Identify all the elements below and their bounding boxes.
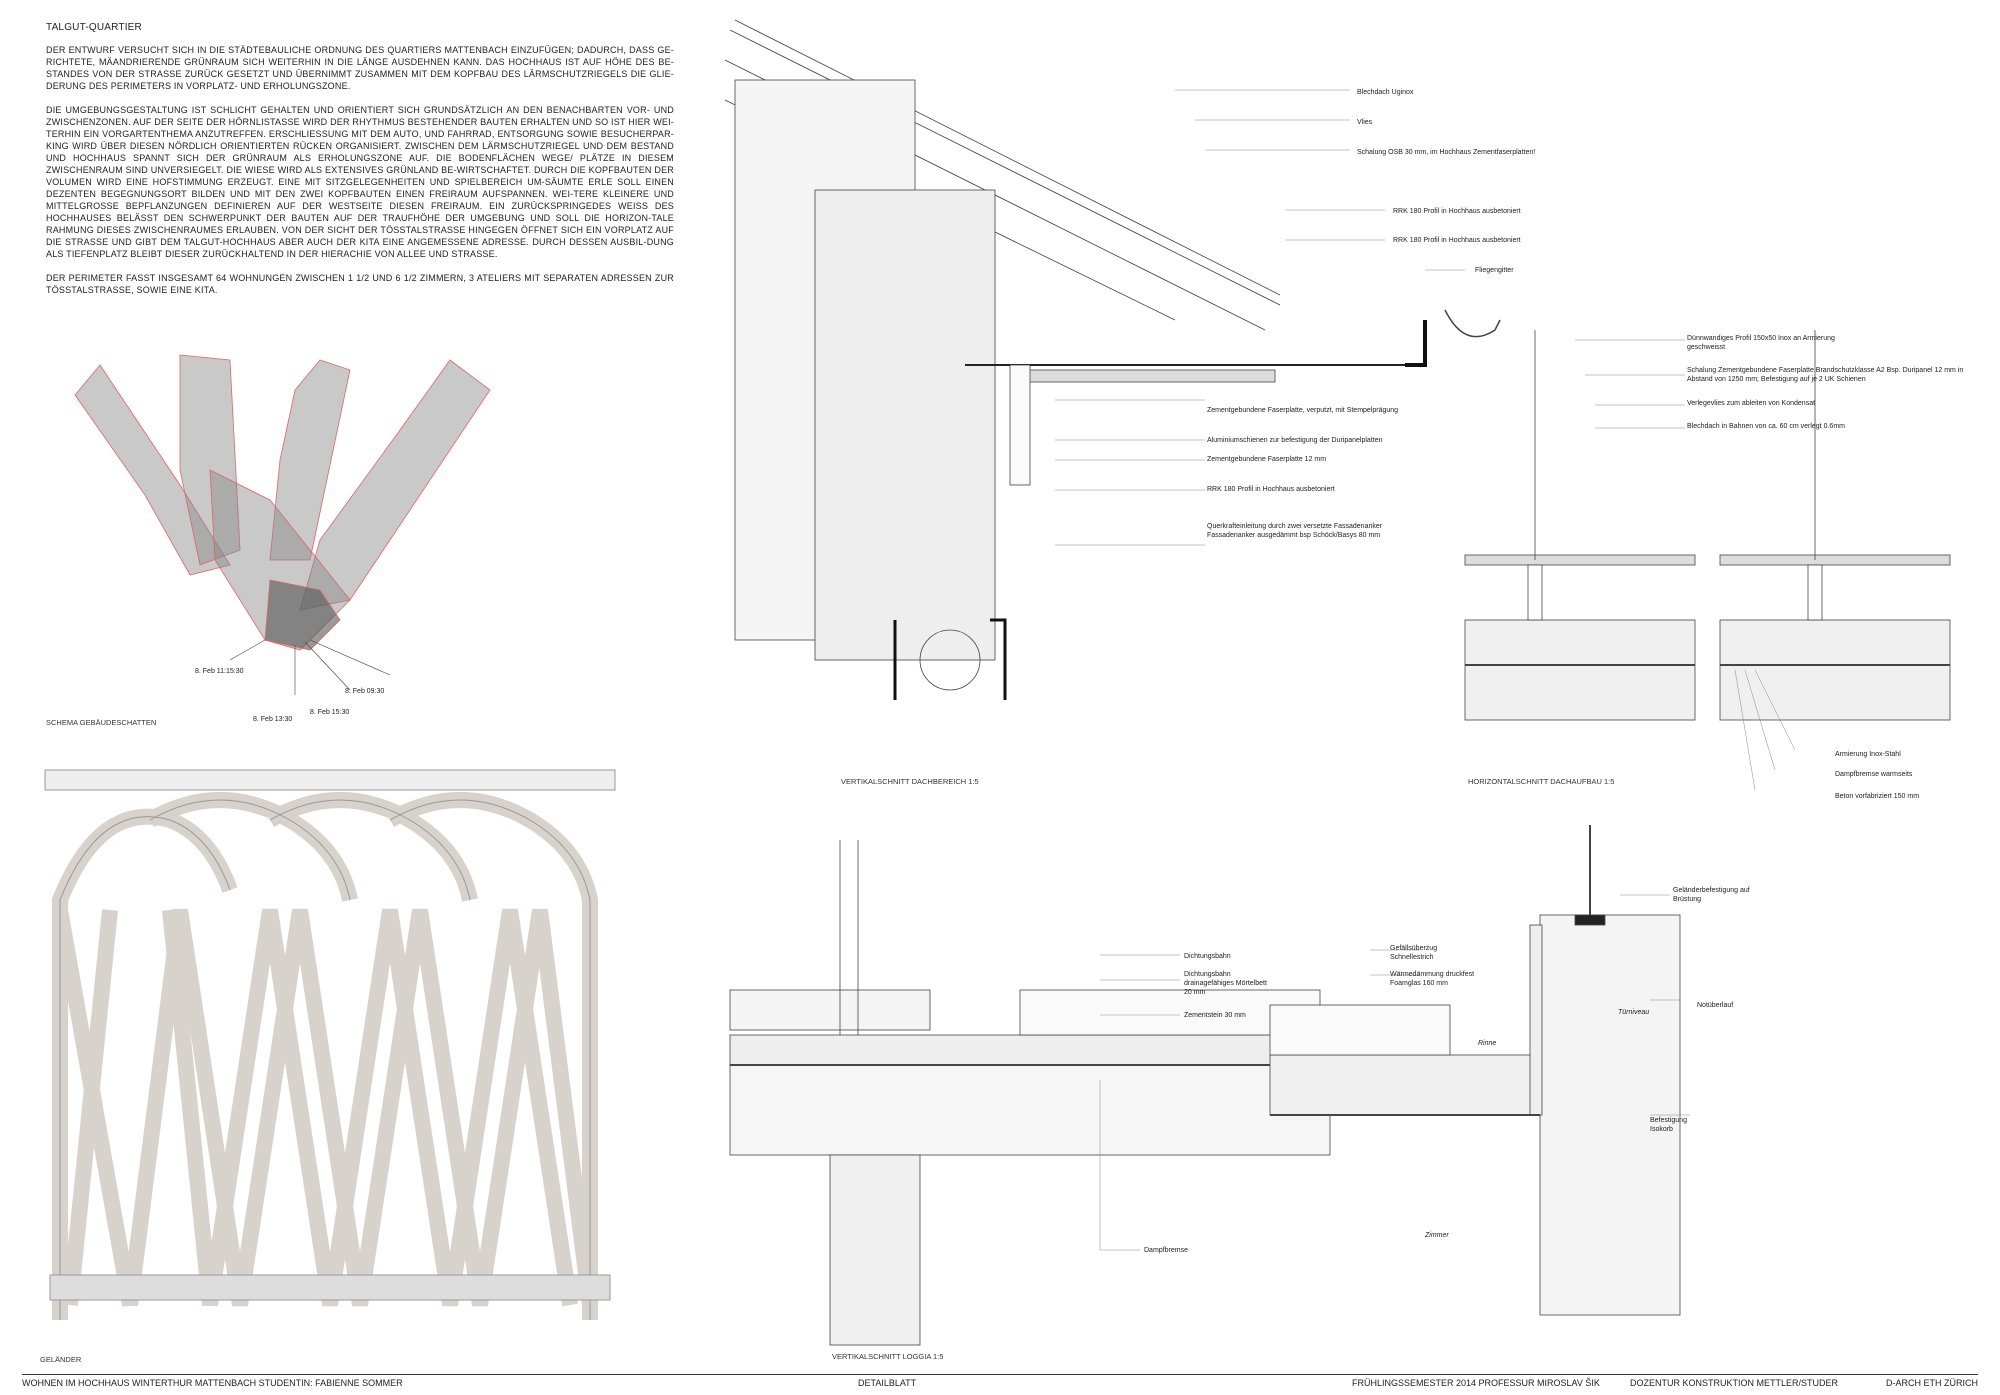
railing-handrail bbox=[44, 769, 616, 791]
intro-paragraph: DIE UMGEBUNGSGESTALTUNG IST SCHLICHT GEH… bbox=[46, 105, 674, 259]
roof-horizontal-drawing bbox=[1464, 330, 1951, 791]
roof-horizontal-annotation: Dampfbremse warmseits bbox=[1835, 771, 1913, 778]
railing-caption: GELÄNDER bbox=[40, 1355, 82, 1364]
roof-annotation: Aluminiumschienen zur befestigung der Du… bbox=[1207, 437, 1383, 444]
shadow-time-label: 8. Feb 09:30 bbox=[345, 688, 385, 695]
intro-paragraph: DER ENTWURF VERSUCHT SICH IN DIE STÄDTEB… bbox=[46, 45, 674, 91]
shadow-diagram bbox=[74, 354, 491, 695]
roof-section-drawing bbox=[724, 19, 1501, 700]
roof-annotation: Vlies bbox=[1357, 119, 1373, 126]
shadow-time-label: 8. Feb 15:30 bbox=[310, 709, 350, 716]
roof-annotation: RRK 180 Profil in Hochhaus ausbetoniert bbox=[1393, 208, 1521, 215]
shadow-shape bbox=[269, 359, 351, 561]
loggia-annotation: Dichtungsbahn drainagefähiges Mörtelbett… bbox=[1184, 971, 1267, 996]
footer-left: WOHNEN IM HOCHHAUS WINTERTHUR MATTENBACH… bbox=[22, 1378, 403, 1388]
roof-annotation: Querkrafteinleitung durch zwei versetzte… bbox=[1207, 523, 1383, 539]
shadow-shape bbox=[179, 354, 241, 566]
roof-horizontal-annotation: Beton vorfabriziert 150 mm bbox=[1835, 793, 1920, 800]
shadow-time-label: 8. Feb 13:30 bbox=[253, 716, 293, 723]
footer-center: DETAILBLATT bbox=[858, 1378, 917, 1388]
roof-annotation: RRK 180 Profil in Hochhaus ausbetoniert bbox=[1207, 486, 1335, 493]
balcony-annotation: Geländerbefestigung auf Brüstung bbox=[1673, 887, 1750, 903]
roof-horizontal-annotation: Verlegevlies zum ableiten von Kondensat bbox=[1687, 400, 1816, 407]
roof-annotation: Blechdach Uginox bbox=[1357, 89, 1414, 96]
railing-render bbox=[44, 769, 616, 1320]
balcony-italic-label: Rinne bbox=[1478, 1040, 1497, 1047]
balcony-annotation: Notüberlauf bbox=[1697, 1002, 1734, 1009]
roof-annotation: Zementgebundene Faserplatte, verputzt, m… bbox=[1207, 407, 1399, 414]
roof-annotation: Fliegengitter bbox=[1475, 267, 1514, 274]
footer: WOHNEN IM HOCHHAUS WINTERTHUR MATTENBACH… bbox=[22, 1374, 1978, 1389]
balcony-italic-label: Türniveau bbox=[1618, 1009, 1650, 1016]
loggia-annotation: Dampfbremse bbox=[1144, 1247, 1188, 1254]
loggia-section-caption: VERTIKALSCHNITT LOGGIA 1:5 bbox=[832, 1352, 944, 1361]
railing-base bbox=[49, 1274, 611, 1301]
roof-horizontal-annotation: Schalung Zementgebundene Faserplatte Bra… bbox=[1687, 367, 1964, 383]
footer-semester: FRÜHLINGSSEMESTER 2014 PROFESSUR MIROSLA… bbox=[1352, 1378, 1600, 1388]
roof-horizontal-annotation: Dünnwandiges Profil 150x50 Inox an Armie… bbox=[1687, 335, 1835, 351]
shadow-time-label: 8. Feb 11:15:30 bbox=[195, 668, 244, 675]
loggia-annotation: Dichtungsbahn bbox=[1184, 953, 1231, 960]
balcony-section-drawing bbox=[1269, 825, 1690, 1316]
loggia-section-drawing bbox=[729, 840, 1331, 1346]
loggia-annotation: Zementstein 30 mm bbox=[1184, 1012, 1246, 1019]
roof-horizontal-annotation: Blechdach in Bahnen von ca. 60 cm verleg… bbox=[1687, 423, 1845, 430]
balcony-annotation: Gefällsüberzug Schnellestrich bbox=[1390, 945, 1438, 961]
roof-annotation: RRK 180 Profil in Hochhaus ausbetoniert bbox=[1393, 237, 1521, 244]
intro-paragraph: DER PERIMETER FASST INSGESAMT 64 WOHNUNG… bbox=[46, 273, 674, 295]
intro-text: DER ENTWURF VERSUCHT SICH IN DIE STÄDTEB… bbox=[46, 44, 674, 308]
roof-horizontal-annotation: Armierung Inox-Stahl bbox=[1835, 751, 1901, 758]
balcony-italic-label: Zimmer bbox=[1425, 1232, 1449, 1239]
page-title: TALGUT-QUARTIER bbox=[46, 22, 142, 33]
roof-horizontal-caption: HORIZONTALSCHNITT DACHAUFBAU 1:5 bbox=[1468, 777, 1615, 786]
roof-annotation: Schalung OSB 30 mm, im Hochhaus Zementfa… bbox=[1357, 149, 1536, 156]
roof-annotation: Zementgebundene Faserplatte 12 mm bbox=[1207, 456, 1327, 463]
shadow-diagram-caption: SCHEMA GEBÄUDESCHATTEN bbox=[46, 718, 157, 727]
balcony-annotation: Wärmedämmung druckfest Foamglas 160 mm bbox=[1390, 971, 1475, 987]
shadow-core bbox=[264, 579, 341, 651]
gutter-icon bbox=[1444, 309, 1501, 338]
footer-docentur: DOZENTUR KONSTRUKTION METTLER/STUDER bbox=[1630, 1378, 1839, 1388]
balcony-annotation: Befestigung Isokorb bbox=[1650, 1117, 1687, 1133]
roof-section-caption: VERTIKALSCHNITT DACHBEREICH 1:5 bbox=[841, 777, 979, 786]
footer-right: D-ARCH ETH ZÜRICH bbox=[1886, 1378, 1978, 1388]
